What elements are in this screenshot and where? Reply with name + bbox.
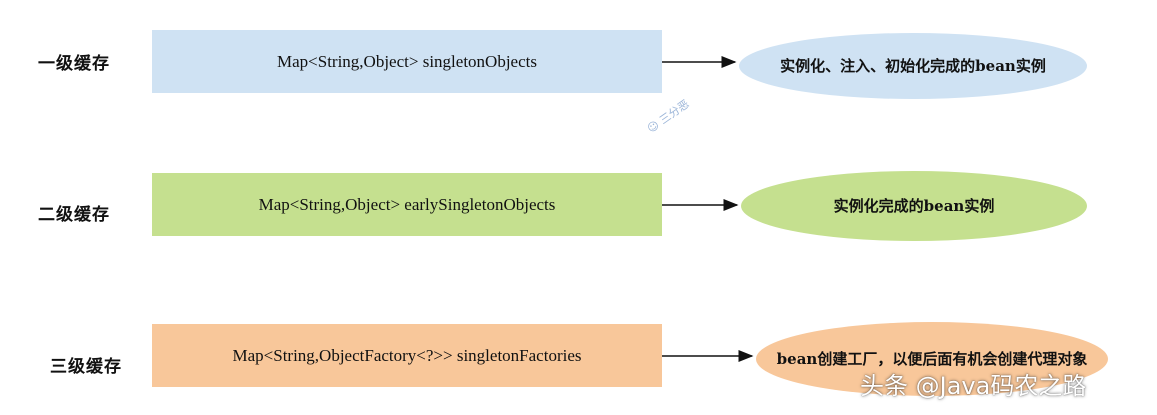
singleton-objects-box: Map<String,Object> singletonObjects <box>152 30 662 93</box>
singleton-factories-box: Map<String,ObjectFactory<?>> singletonFa… <box>152 324 662 387</box>
level-2-label: 二级缓存 <box>38 205 110 225</box>
level-1-description: 实例化、注入、初始化完成的bean实例 <box>780 56 1046 75</box>
level-2-description: 实例化完成的bean实例 <box>833 196 995 215</box>
level-1-label: 一级缓存 <box>38 54 110 74</box>
level-3-description-ellipse: bean创建工厂，以便后面有机会创建代理对象 <box>756 322 1108 396</box>
source-watermark: 头条 @Java码农之路 <box>860 372 1087 400</box>
early-singleton-objects-box: Map<String,Object> earlySingletonObjects <box>152 173 662 236</box>
level-3-description: bean创建工厂，以便后面有机会创建代理对象 <box>776 349 1088 368</box>
level-3-label: 三级缓存 <box>50 357 122 377</box>
level-1-description-ellipse: 实例化、注入、初始化完成的bean实例 <box>739 33 1087 99</box>
level-2-description-ellipse: 实例化完成的bean实例 <box>741 171 1087 241</box>
